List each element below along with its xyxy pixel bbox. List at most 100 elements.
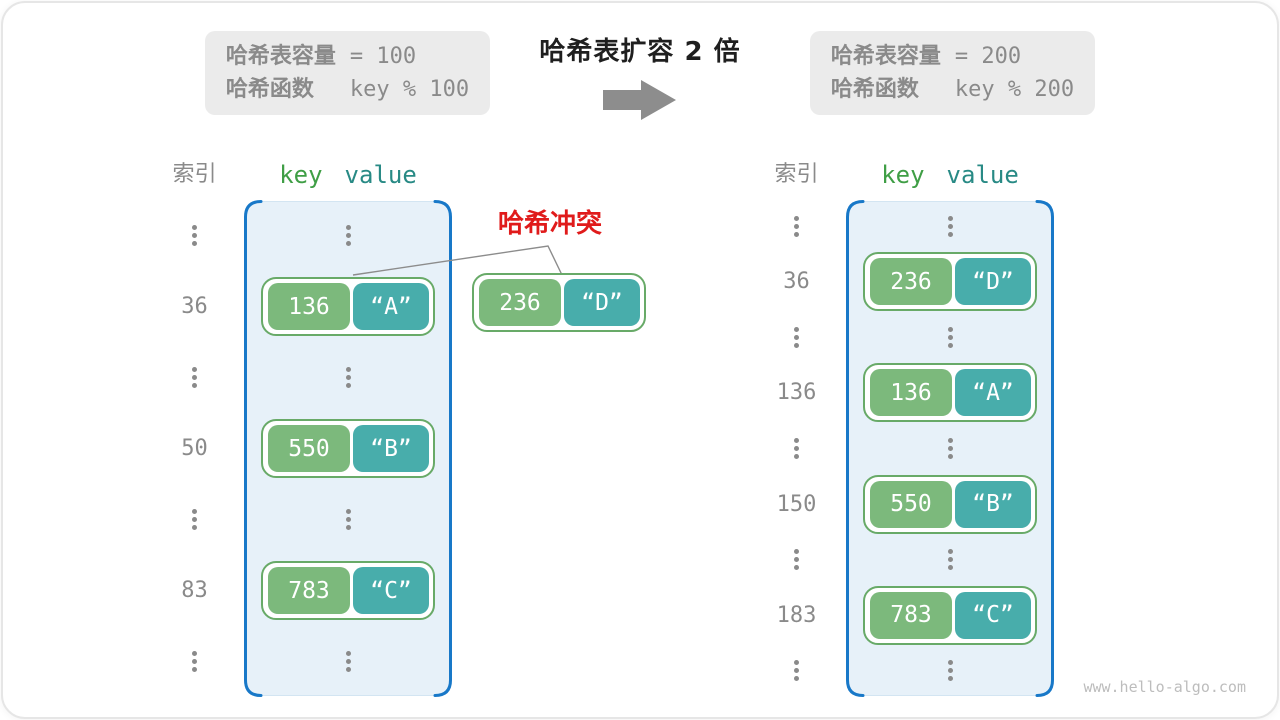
- row-index: 150: [776, 491, 817, 517]
- row-index: 36: [181, 294, 208, 319]
- row-cell: 550“B”: [845, 474, 1055, 534]
- table-row: [146, 626, 453, 697]
- right-arrow-icon: [603, 80, 676, 120]
- ellipsis-icon: [794, 326, 799, 348]
- pair-key: 136: [870, 369, 952, 417]
- pair-value: “D”: [564, 279, 640, 326]
- pair-key: 236: [479, 279, 561, 326]
- capacity-box-before: 哈希表容量 = 100 哈希函数 key % 100: [205, 31, 490, 115]
- table-row: 83 783“C”: [146, 555, 453, 626]
- ellipsis-icon: [794, 438, 799, 459]
- key-value-pair: 550“B”: [863, 474, 1037, 534]
- key-header: key: [881, 160, 925, 189]
- capacity-label: 哈希表容量: [225, 43, 336, 69]
- table-row: [146, 342, 453, 413]
- row-index: 183: [776, 602, 817, 628]
- pair-value: “A”: [353, 283, 429, 330]
- table-row: [748, 200, 1055, 252]
- watermark: www.hello-algo.com: [1083, 678, 1246, 696]
- table-row: 150 550“B”: [748, 474, 1055, 534]
- ellipsis-icon: [345, 367, 351, 388]
- pair-value: “D”: [955, 258, 1031, 306]
- row-index: [748, 438, 845, 459]
- hash-function-value: key % 100: [349, 76, 470, 102]
- table-row: [146, 200, 453, 271]
- key-value-pair: 236“D”: [863, 252, 1037, 312]
- row-index: [748, 326, 845, 348]
- hash-function-value: key % 200: [954, 76, 1075, 102]
- pair-value: “C”: [353, 567, 429, 614]
- row-cell: [845, 326, 1055, 348]
- table-row: [146, 484, 453, 555]
- key-value-pair: 550“B”: [261, 419, 435, 478]
- ellipsis-icon: [345, 225, 351, 246]
- hash-function-label: 哈希函数: [225, 76, 314, 102]
- table-row: [748, 422, 1055, 474]
- table-row: [748, 311, 1055, 363]
- key-value-pair: 136“A”: [863, 363, 1037, 423]
- collision-label: 哈希冲突: [497, 209, 602, 239]
- pair-value: “B”: [955, 480, 1031, 528]
- ellipsis-icon: [794, 660, 799, 682]
- pair-key: 783: [268, 567, 350, 614]
- row-index: [146, 225, 243, 246]
- pair-key: 550: [268, 425, 350, 472]
- row-index: 83: [181, 578, 208, 603]
- pair-key: 550: [870, 480, 952, 528]
- pair-value: “B”: [353, 425, 429, 472]
- floating-pair: 236 “D”: [472, 273, 646, 332]
- row-cell: 783“C”: [243, 561, 453, 620]
- key-value-pair: 783“C”: [863, 585, 1037, 645]
- ellipsis-icon: [192, 225, 197, 246]
- table-row: 36 136“A”: [146, 271, 453, 342]
- capacity-value: = 100: [349, 43, 417, 69]
- row-index: [146, 367, 243, 388]
- ellipsis-icon: [947, 215, 953, 237]
- row-cell: 136“A”: [243, 277, 453, 336]
- row-cell: 236“D”: [845, 252, 1055, 312]
- index-header: 索引: [774, 161, 819, 187]
- ellipsis-icon: [947, 326, 953, 348]
- ellipsis-icon: [947, 660, 953, 682]
- row-index: [748, 215, 845, 237]
- value-header: value: [344, 160, 417, 189]
- row-cell: [845, 215, 1055, 237]
- pair-value: “C”: [955, 591, 1031, 639]
- row-index: 136: [776, 380, 817, 406]
- key-header: key: [279, 160, 323, 189]
- ellipsis-icon: [947, 438, 953, 459]
- value-header: value: [946, 160, 1019, 189]
- hash-function-label: 哈希函数: [830, 76, 919, 102]
- row-cell: [243, 651, 453, 672]
- table-header: 索引 key value: [146, 140, 453, 200]
- row-index: [146, 509, 243, 530]
- index-header: 索引: [172, 161, 217, 187]
- figure-title: 哈希表扩容 2 倍: [539, 37, 741, 67]
- pair-key: 783: [870, 591, 952, 639]
- row-cell: [845, 549, 1055, 571]
- row-index: [748, 549, 845, 571]
- ellipsis-icon: [345, 509, 351, 530]
- row-cell: [243, 367, 453, 388]
- row-index: 36: [783, 269, 810, 295]
- ellipsis-icon: [345, 651, 351, 672]
- row-index: [748, 660, 845, 682]
- key-value-pair: 783“C”: [261, 561, 435, 620]
- ellipsis-icon: [947, 549, 953, 571]
- table-row: [748, 645, 1055, 697]
- row-cell: [243, 225, 453, 246]
- row-cell: [845, 660, 1055, 682]
- ellipsis-icon: [192, 651, 197, 672]
- capacity-box-after: 哈希表容量 = 200 哈希函数 key % 200: [810, 31, 1095, 115]
- capacity-value: = 200: [954, 43, 1022, 69]
- ellipsis-icon: [192, 367, 197, 388]
- pair-key: 236: [870, 258, 952, 306]
